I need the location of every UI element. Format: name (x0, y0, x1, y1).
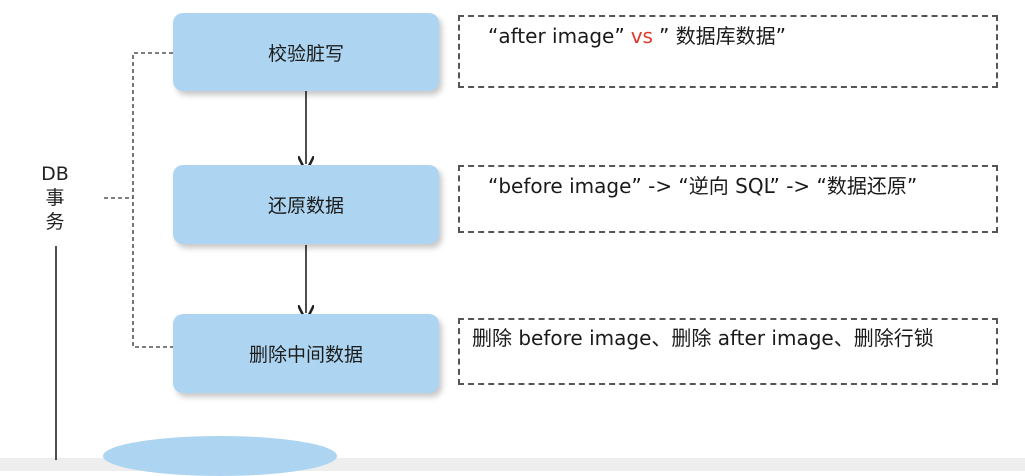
note-text: ” 数据库数据” (658, 24, 787, 48)
db-label-line: 事 (45, 187, 65, 209)
step-label: 删除中间数据 (248, 344, 363, 366)
step-delete-intermediate-data: 删除中间数据 (173, 314, 439, 393)
transaction-bracket (132, 52, 173, 348)
vs-text: vs (630, 24, 653, 48)
note-dirty-write-check: “after image”vs” 数据库数据” (458, 15, 998, 88)
db-transaction-label: DB 事 务 (38, 162, 72, 234)
step-label: 校验脏写 (267, 42, 344, 65)
step-restore-data: 还原数据 (173, 165, 439, 244)
step-verify-dirty-write: 校验脏写 (173, 13, 439, 91)
note-restore-data: “before image” -> “逆向 SQL” -> “数据还原” (458, 165, 998, 233)
note-text: 删除 before image、删除 after image、删除行锁 (472, 326, 934, 350)
step-label: 还原数据 (267, 195, 344, 217)
db-label-line: DB (41, 163, 69, 185)
note-text: “after image” (488, 24, 625, 48)
database-cylinder-top (103, 436, 337, 476)
note-text: “before image” -> “逆向 SQL” -> “数据还原” (488, 174, 918, 198)
db-label-line: 务 (45, 211, 65, 233)
note-delete-data: 删除 before image、删除 after image、删除行锁 (458, 318, 998, 385)
